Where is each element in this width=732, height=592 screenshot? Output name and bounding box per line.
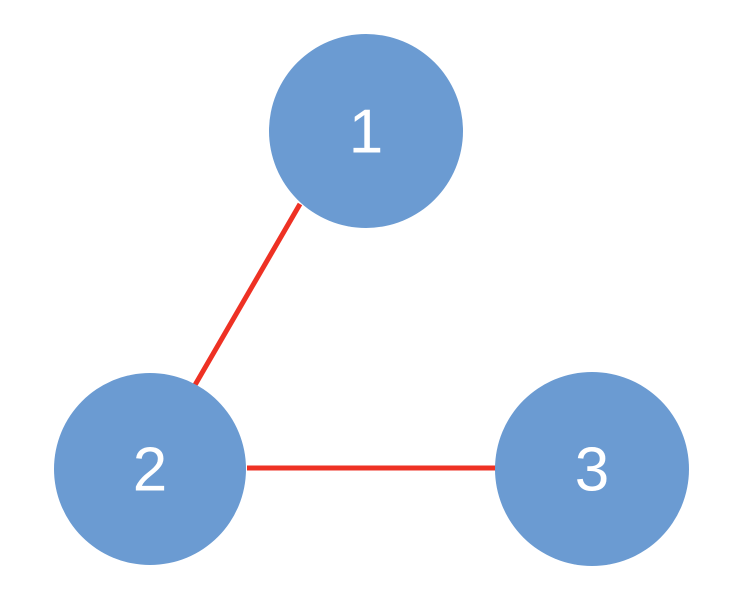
node-1-label: 1: [349, 98, 383, 167]
node-2[interactable]: 2: [54, 373, 246, 565]
node-3[interactable]: 3: [495, 372, 689, 566]
edge-layer: [192, 202, 496, 471]
node-layer: 1 2 3: [54, 34, 689, 566]
node-2-label: 2: [133, 436, 167, 505]
node-1[interactable]: 1: [269, 34, 463, 228]
node-3-label: 3: [575, 436, 609, 505]
edge-2-1[interactable]: [192, 202, 303, 387]
node-3-circle[interactable]: [495, 372, 689, 566]
node-1-circle[interactable]: [269, 34, 463, 228]
node-2-circle[interactable]: [54, 373, 246, 565]
